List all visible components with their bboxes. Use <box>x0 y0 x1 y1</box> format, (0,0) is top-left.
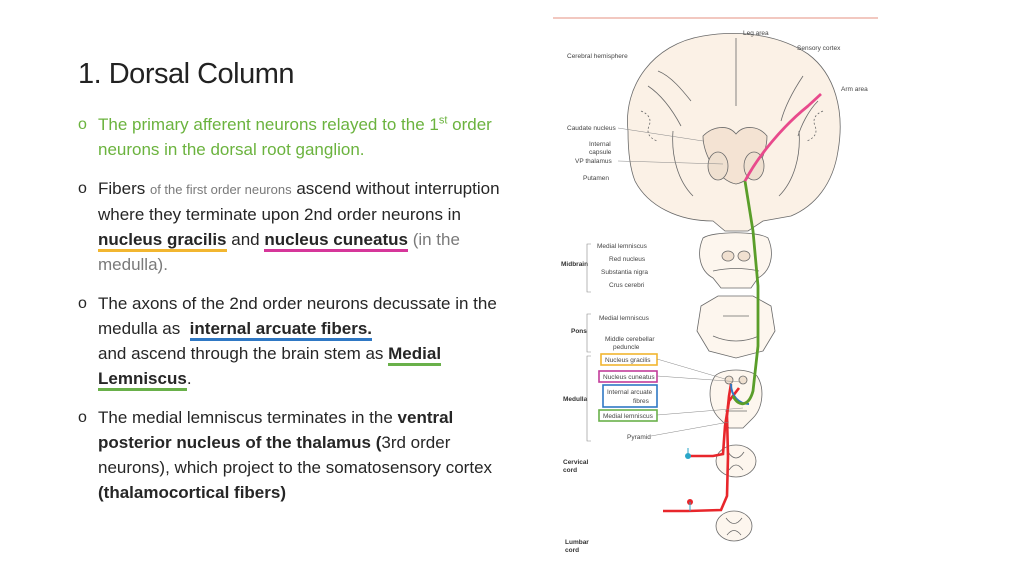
label-putamen: Putamen <box>583 175 609 182</box>
label-vp-thalamus: VP thalamus <box>575 158 612 165</box>
bullet-mark: o <box>78 180 87 197</box>
label-lumbar-1: Lumbar <box>565 539 589 546</box>
box-nucleus-gracilis <box>600 353 658 366</box>
label-red-nucleus: Red nucleus <box>609 256 646 263</box>
bullet-list: o The primary afferent neurons relayed t… <box>78 112 518 519</box>
lumbar-cord-section <box>715 510 753 542</box>
label-cerebral-hemisphere: Cerebral hemisphere <box>567 53 628 60</box>
bullet-3: o The axons of the 2nd order neurons dec… <box>78 291 518 391</box>
label-caudate-nucleus: Caudate nucleus <box>567 125 617 132</box>
internal-arcuate-term: internal arcuate fibers. <box>189 319 373 341</box>
bullet-2-fibers: Fibers <box>98 179 146 198</box>
label-internal-arcuate-2: fibres <box>633 398 650 405</box>
label-middle-cerebellar-1: Middle cerebellar <box>605 336 655 343</box>
label-crus-cerebri: Crus cerebri <box>609 282 644 289</box>
bullet-3-ascend: and ascend through the brain stem as <box>98 344 384 363</box>
label-internal-capsule-2: capsule <box>589 149 612 156</box>
bullet-3-axons: The axons of the 2nd order neurons decus… <box>98 294 497 338</box>
second-order-pathway <box>731 180 760 406</box>
label-arm-area: Arm area <box>841 86 868 93</box>
bullet-4-terminates: The medial lemniscus terminates in the <box>98 408 393 427</box>
label-pyramid: Pyramid <box>627 434 651 441</box>
bullet-2-and: and <box>231 230 260 249</box>
third-order-pathway <box>743 92 822 182</box>
box-medial-lemniscus <box>598 409 658 422</box>
label-pons: Pons <box>571 328 587 335</box>
box-internal-arcuate <box>602 384 658 408</box>
label-medial-lemniscus-midbrain: Medial lemniscus <box>597 243 648 250</box>
bullet-4-third-order: 3rd order neurons), which project to the… <box>98 433 493 477</box>
label-midbrain: Midbrain <box>561 261 588 268</box>
bullet-4: o The medial lemniscus terminates in the… <box>78 405 518 505</box>
pathway-svg: Leg area Sensory cortex Cerebral hemisph… <box>553 16 883 561</box>
thalamocortical-term: (thalamocortical fibers) <box>98 483 286 502</box>
bullet-1-text-b: order neurons in the dorsal root ganglio… <box>98 115 492 159</box>
dorsal-column-diagram: Leg area Sensory cortex Cerebral hemisph… <box>553 16 883 561</box>
nucleus-cuneatus-term: nucleus cuneatus <box>264 230 408 252</box>
bullet-1-sup: st <box>438 114 448 127</box>
label-cervical-1: Cervical <box>563 459 588 466</box>
label-internal-arcuate-1: Internal arcuate <box>607 389 653 396</box>
bullet-mark: o <box>78 409 87 426</box>
bullet-2-medulla: (in the medulla). <box>98 230 460 274</box>
label-sensory-cortex: Sensory cortex <box>797 45 841 52</box>
label-nucleus-gracilis: Nucleus gracilis <box>605 357 651 364</box>
first-order-pathway-cervical <box>688 387 741 458</box>
label-medial-lemniscus-medulla: Medial lemniscus <box>603 413 654 420</box>
cerebrum-section <box>627 33 841 232</box>
label-nucleus-cuneatus: Nucleus cuneatus <box>603 374 655 381</box>
bullet-1-text-a: The primary afferent neurons relayed to … <box>98 115 439 134</box>
bullet-2-ascend: ascend without interruption where they t… <box>98 179 500 224</box>
label-middle-cerebellar-2: peduncle <box>613 344 640 351</box>
bullet-3-period: . <box>186 369 192 388</box>
bullet-2: o Fibers of the first order neurons asce… <box>78 176 518 277</box>
label-cervical-2: cord <box>563 467 577 474</box>
bullet-1: o The primary afferent neurons relayed t… <box>78 112 518 162</box>
label-internal-capsule-1: Internal <box>589 141 611 148</box>
box-nucleus-cuneatus <box>598 370 658 383</box>
cervical-cord-section <box>715 444 757 478</box>
bullet-2-first-order: of the first order neurons <box>149 182 292 197</box>
bullet-mark: o <box>78 116 87 133</box>
bullet-mark: o <box>78 295 87 312</box>
pons-section <box>696 295 776 359</box>
label-medulla: Medulla <box>563 396 588 403</box>
nucleus-gracilis-term: nucleus gracilis <box>98 230 227 252</box>
label-medial-lemniscus-pons: Medial lemniscus <box>599 315 650 322</box>
slide-title: 1. Dorsal Column <box>78 58 295 90</box>
medial-lemniscus-term: Medial Lemniscus <box>98 344 442 391</box>
vpl-thalamus-term: ventral posterior nucleus of the thalamu… <box>98 408 454 452</box>
label-lumbar-2: cord <box>565 547 579 554</box>
label-leg-area: Leg area <box>743 30 769 37</box>
label-substantia-nigra: Substantia nigra <box>601 269 648 276</box>
